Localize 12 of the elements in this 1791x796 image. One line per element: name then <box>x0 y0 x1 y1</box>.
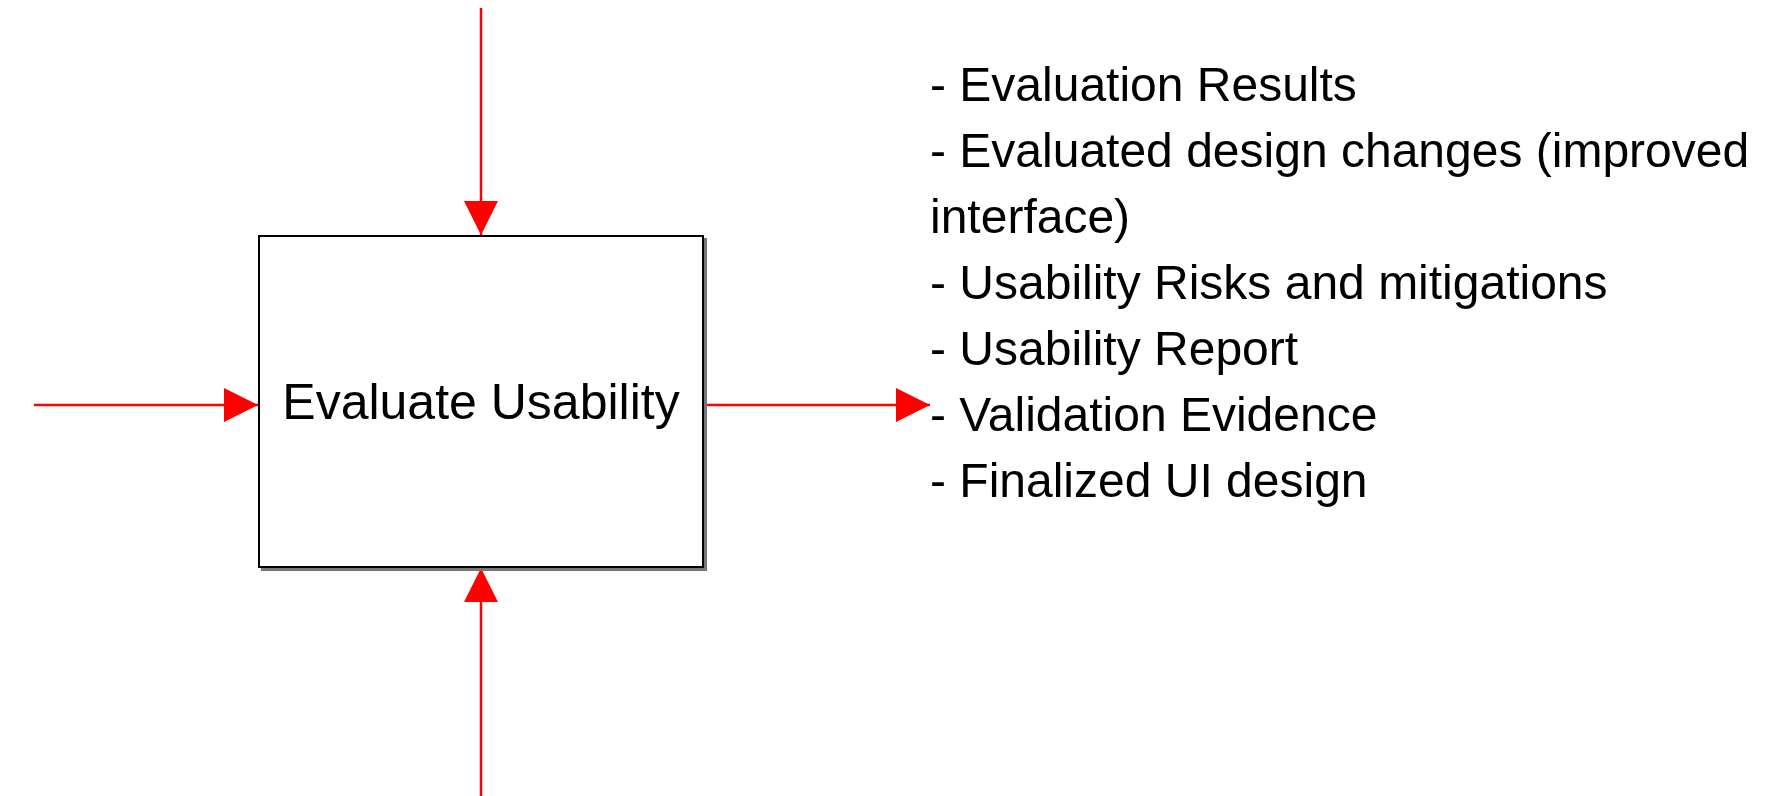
output-item: - Validation Evidence <box>930 387 1379 443</box>
arrow <box>34 388 258 422</box>
output-item: - Evaluation Results <box>930 57 1358 113</box>
output-item: - Usability Report <box>930 321 1300 377</box>
process-box <box>258 235 704 568</box>
output-item: - Usability Risks and mitigations <box>930 255 1609 311</box>
arrow <box>704 388 930 422</box>
arrow <box>464 568 498 796</box>
output-item: - Evaluated design changes (improved interface) <box>930 123 1750 245</box>
process-label: Evaluate Usability <box>282 372 680 432</box>
output-item: - Finalized UI design <box>930 453 1369 509</box>
arrow <box>464 8 498 235</box>
